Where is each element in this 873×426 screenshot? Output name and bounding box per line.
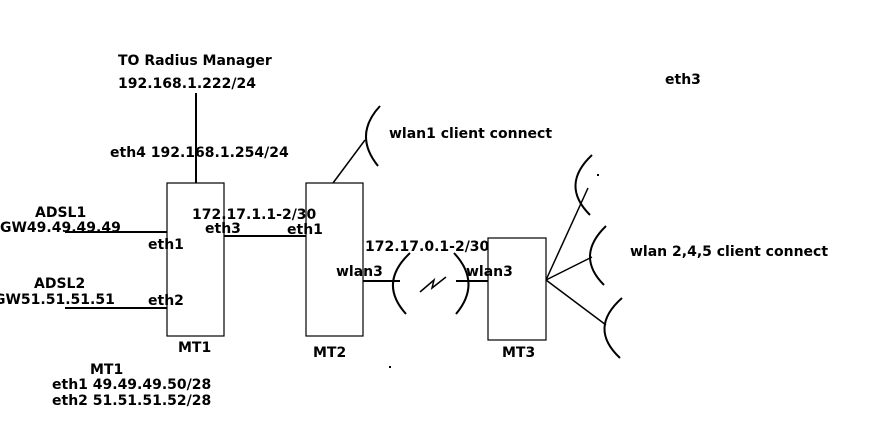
mt3-client-link-top	[545, 187, 589, 281]
wireless-link-zigzag	[419, 276, 447, 293]
legend-eth2-label: eth2 51.51.51.52/28	[52, 393, 211, 409]
mt3-client-link-middle	[545, 256, 593, 281]
legend-eth1-label: eth1 49.49.49.50/28	[52, 377, 211, 393]
mt3-client-link-bottom	[545, 279, 607, 326]
mt2-eth1-label: eth1	[287, 222, 323, 238]
adsl2-gateway-label: GW51.51.51.51	[0, 292, 115, 308]
stray-dot	[389, 366, 391, 368]
wlan5-antenna-icon	[603, 297, 623, 359]
mt2-name-label: MT2	[313, 345, 346, 361]
mt1-eth2-label: eth2	[148, 293, 184, 309]
stray-dot	[597, 174, 599, 176]
wlan1-antenna-icon	[365, 105, 381, 167]
mt2-wlan3-antenna-icon	[391, 252, 411, 315]
mt2-router-box	[305, 182, 364, 337]
wlan2-antenna-icon	[574, 154, 593, 216]
adsl2-label: ADSL2	[34, 276, 85, 292]
radius-ip-label: 192.168.1.222/24	[118, 76, 256, 92]
mt1-eth3-label: eth3	[205, 221, 241, 237]
wlan1-client-label: wlan1 client connect	[389, 126, 552, 142]
mt3-wlan3-antenna-icon	[453, 252, 470, 315]
mt3-wlan3-label: wlan3	[466, 264, 513, 280]
wlan245-client-label: wlan 2,4,5 client connect	[630, 244, 828, 260]
mt2-wlan1-link-line	[332, 139, 366, 184]
mt1-name-label: MT1	[178, 340, 211, 356]
mt2-wlan3-label: wlan3	[336, 264, 383, 280]
mt3-name-label: MT3	[502, 345, 535, 361]
adsl1-gateway-label: GW49.49.49.49	[0, 220, 121, 236]
eth4-label: eth4 192.168.1.254/24	[110, 145, 289, 161]
eth3-top-label: eth3	[665, 72, 701, 88]
link1-network-label: 172.17.1.1-2/30	[192, 207, 317, 223]
mt1-eth1-label: eth1	[148, 237, 184, 253]
link2-network-label: 172.17.0.1-2/30	[365, 239, 490, 255]
adsl1-label: ADSL1	[35, 205, 86, 221]
mt3-router-box	[487, 237, 547, 341]
legend-title-label: MT1	[90, 362, 123, 378]
mt1-router-box	[166, 182, 225, 337]
radius-manager-label: TO Radius Manager	[118, 53, 272, 69]
wlan4-antenna-icon	[589, 225, 607, 286]
